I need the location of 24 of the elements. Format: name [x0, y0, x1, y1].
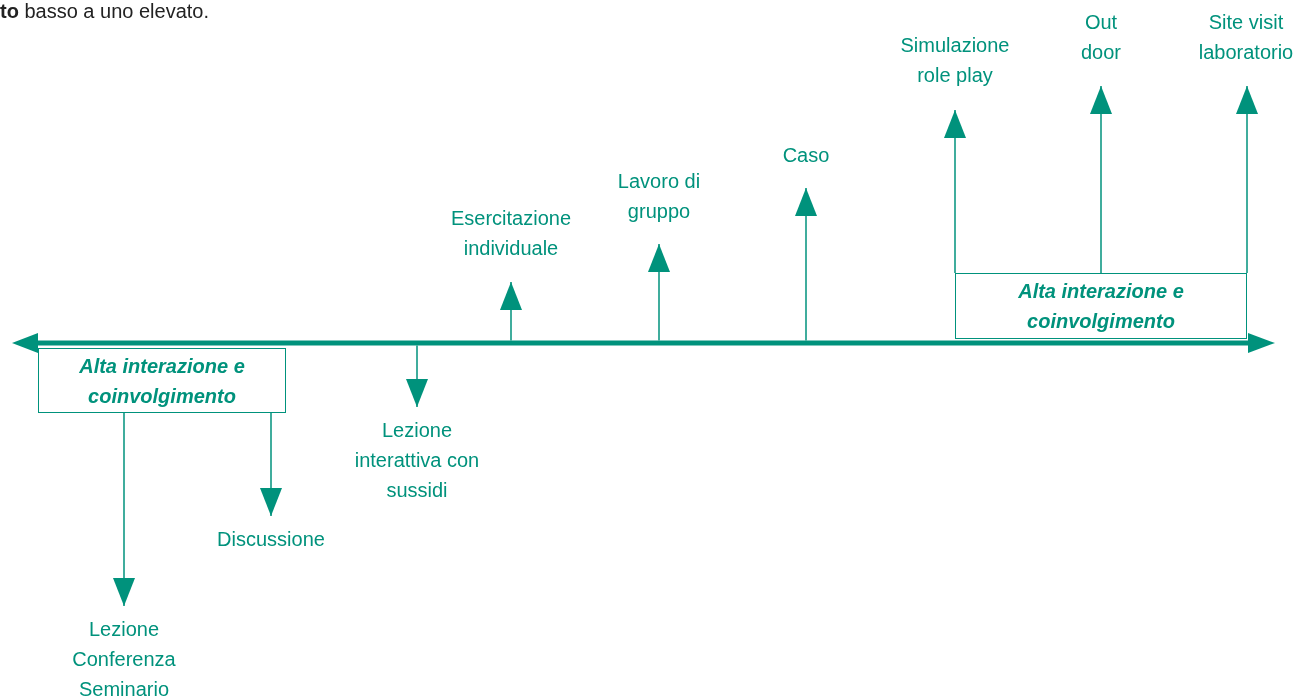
method-label: Esercitazione individuale	[449, 206, 573, 261]
arrow	[406, 344, 428, 408]
arrow	[260, 412, 282, 517]
box-label: Alta interazione e coinvolgimento	[78, 353, 246, 409]
arrow	[113, 412, 135, 607]
box-label: Alta interazione e coinvolgimento	[1017, 279, 1185, 334]
method-label: Lezione Conferenza Seminario	[71, 617, 177, 700]
method-label: Lezione interattiva con sussidi	[353, 418, 481, 503]
method-label: Caso	[782, 143, 830, 168]
arrow	[1090, 85, 1112, 274]
arrow	[1236, 85, 1258, 274]
scale-axis	[12, 333, 1275, 353]
method-label: Lavoro di gruppo	[616, 169, 702, 224]
arrow	[648, 243, 670, 342]
arrow	[500, 281, 522, 342]
method-label: Out door	[1080, 10, 1122, 65]
category-box	[955, 273, 1247, 339]
method-label: Site visit laboratorio	[1197, 10, 1295, 65]
arrow	[944, 109, 966, 274]
method-label: Discussione	[217, 527, 325, 552]
note-text: to basso a uno elevato.	[0, 0, 210, 23]
category-box	[38, 348, 286, 413]
arrow	[795, 187, 817, 342]
method-label: Simulazione role play	[899, 33, 1011, 88]
